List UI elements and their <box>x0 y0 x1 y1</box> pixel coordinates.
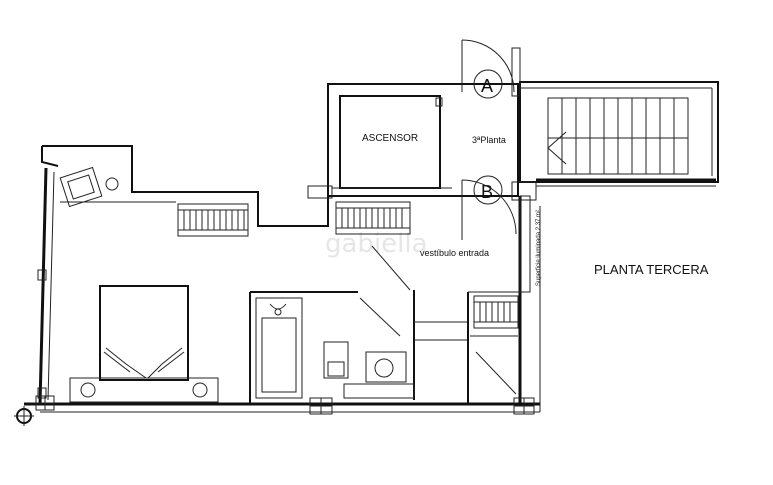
armchair <box>59 166 119 208</box>
elevator-core <box>307 83 519 199</box>
radiator <box>177 203 249 237</box>
vestibule-label: vestíbulo entrada <box>420 248 489 258</box>
door-b <box>461 175 537 240</box>
area-label: Superficie iluminada 2.37 m² <box>536 210 542 286</box>
floor-box <box>35 395 55 411</box>
apartment-walls <box>24 145 541 413</box>
toilet <box>323 341 349 379</box>
plan-title: PLANTA TERCERA <box>594 262 709 277</box>
door-a <box>461 39 521 99</box>
wall-socket <box>37 387 47 399</box>
washbasin <box>343 351 415 399</box>
staircase <box>519 81 719 187</box>
lit-area-band <box>519 195 531 293</box>
radiator <box>335 201 411 235</box>
wall-socket <box>37 269 47 281</box>
bed <box>69 285 219 403</box>
marker-b: B <box>481 182 493 202</box>
radiator <box>473 295 519 329</box>
floor-box <box>513 397 535 415</box>
shower <box>255 297 303 399</box>
column-marker <box>14 406 34 426</box>
floor-box <box>309 397 333 415</box>
floor-label: 3ªPlanta <box>472 135 506 145</box>
marker-a: A <box>481 76 493 96</box>
elevator-label: ASCENSOR <box>362 133 418 144</box>
